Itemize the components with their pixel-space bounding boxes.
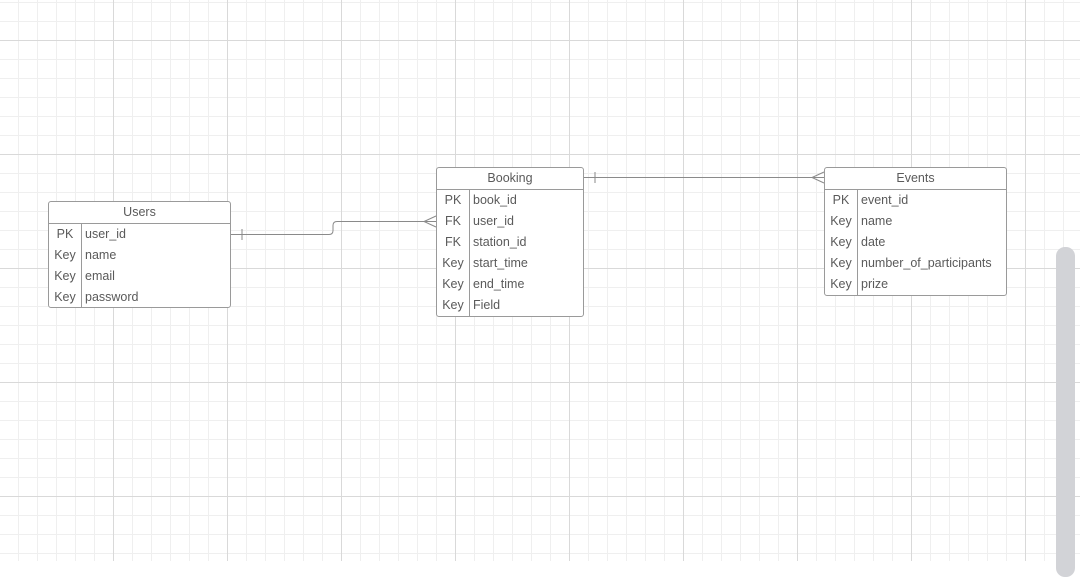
field-cell: user_id <box>85 227 126 241</box>
field-cell: Field <box>473 298 501 312</box>
vertical-scrollbar[interactable] <box>1056 247 1075 577</box>
table-row[interactable]: Key end_time <box>437 274 583 295</box>
cardinality-many-mark-events <box>810 171 825 184</box>
table-row[interactable]: Key start_time <box>437 253 583 274</box>
table-row[interactable]: Key number_of_participants <box>825 253 1006 274</box>
column-divider <box>857 190 858 296</box>
table-row[interactable]: Key Field <box>437 295 583 316</box>
key-cell: FK <box>445 235 461 249</box>
field-cell: prize <box>861 277 889 291</box>
field-cell: book_id <box>473 193 517 207</box>
field-cell: number_of_participants <box>861 256 992 270</box>
entity-events[interactable]: Events PK event_id Key name Key date Key… <box>824 167 1007 296</box>
table-row[interactable]: Key password <box>49 287 230 308</box>
field-cell: end_time <box>473 277 525 291</box>
entity-title: Users <box>49 202 230 224</box>
field-cell: user_id <box>473 214 514 228</box>
table-row[interactable]: PK user_id <box>49 224 230 245</box>
table-row[interactable]: Key date <box>825 232 1006 253</box>
key-cell: Key <box>442 256 464 270</box>
key-cell: Key <box>830 235 852 249</box>
entity-users[interactable]: Users PK user_id Key name Key email Key … <box>48 201 231 308</box>
key-cell: PK <box>444 193 462 207</box>
cardinality-many-mark-booking <box>422 215 437 228</box>
key-cell: Key <box>442 277 464 291</box>
field-cell: event_id <box>861 193 909 207</box>
table-row[interactable]: Key name <box>49 245 230 266</box>
key-cell: Key <box>54 248 76 262</box>
key-cell: Key <box>54 290 76 304</box>
table-row[interactable]: PK event_id <box>825 190 1006 211</box>
column-divider <box>81 224 82 308</box>
table-row[interactable]: Key prize <box>825 274 1006 295</box>
key-cell: PK <box>832 193 850 207</box>
key-cell: Key <box>830 214 852 228</box>
table-row[interactable]: FK user_id <box>437 211 583 232</box>
column-divider <box>469 190 470 317</box>
entity-title: Events <box>825 168 1006 190</box>
key-cell: Key <box>830 277 852 291</box>
field-cell: name <box>85 248 117 262</box>
entity-title: Booking <box>437 168 583 190</box>
field-cell: start_time <box>473 256 528 270</box>
relationship-users-booking[interactable] <box>231 221 436 235</box>
key-cell: FK <box>445 214 461 228</box>
table-row[interactable]: Key name <box>825 211 1006 232</box>
field-cell: station_id <box>473 235 527 249</box>
field-cell: date <box>861 235 886 249</box>
key-cell: PK <box>56 227 74 241</box>
field-cell: email <box>85 269 115 283</box>
table-row[interactable]: PK book_id <box>437 190 583 211</box>
entity-booking[interactable]: Booking PK book_id FK user_id FK station… <box>436 167 584 317</box>
table-row[interactable]: FK station_id <box>437 232 583 253</box>
key-cell: Key <box>830 256 852 270</box>
key-cell: Key <box>442 298 464 312</box>
field-cell: password <box>85 290 139 304</box>
table-row[interactable]: Key email <box>49 266 230 287</box>
key-cell: Key <box>54 269 76 283</box>
field-cell: name <box>861 214 893 228</box>
